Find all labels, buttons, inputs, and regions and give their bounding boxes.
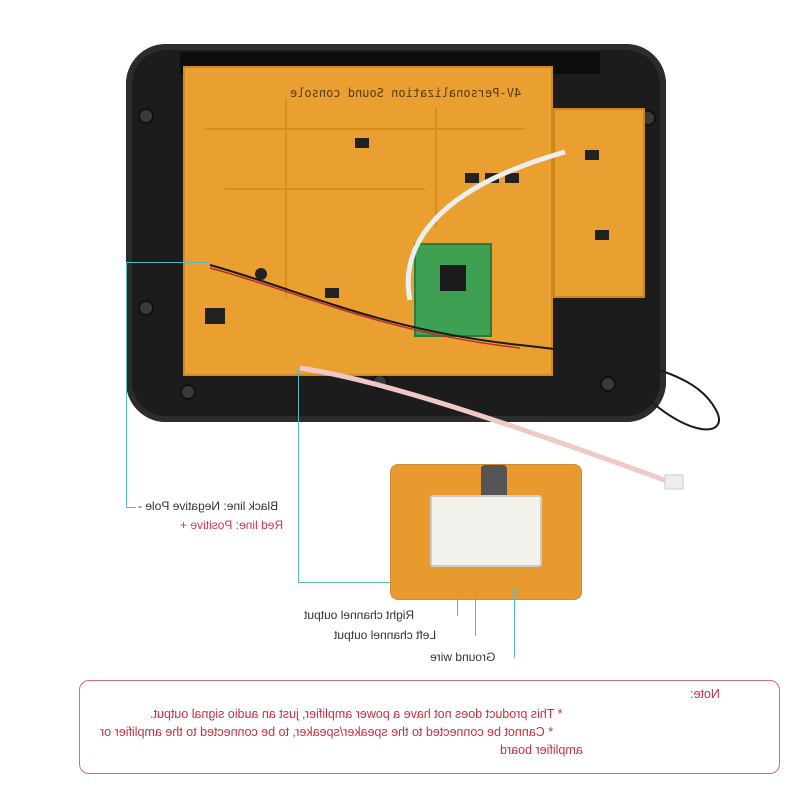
screw bbox=[180, 384, 196, 400]
right-channel-label: Right channel output bbox=[304, 608, 415, 622]
note-line-3: amplifier board bbox=[500, 743, 583, 757]
screw bbox=[138, 108, 154, 124]
module-chip bbox=[440, 265, 466, 291]
left-channel-label: Left channel output bbox=[334, 628, 437, 642]
output-connector bbox=[430, 495, 542, 567]
black-line-label: Black line: Negative Pole - bbox=[138, 499, 279, 513]
note-box bbox=[79, 680, 780, 774]
screw bbox=[138, 300, 154, 316]
note-line-1: * This product does not have a power amp… bbox=[150, 707, 563, 721]
secondary-pcb bbox=[553, 108, 645, 298]
red-line-label: Red line: Positive + bbox=[180, 518, 284, 532]
ground-wire-label: Ground wire bbox=[430, 650, 496, 664]
note-title: Note: bbox=[690, 687, 720, 701]
note-line-2: * Cannot be connected to the speaker/spe… bbox=[100, 725, 554, 739]
screw bbox=[600, 376, 616, 392]
